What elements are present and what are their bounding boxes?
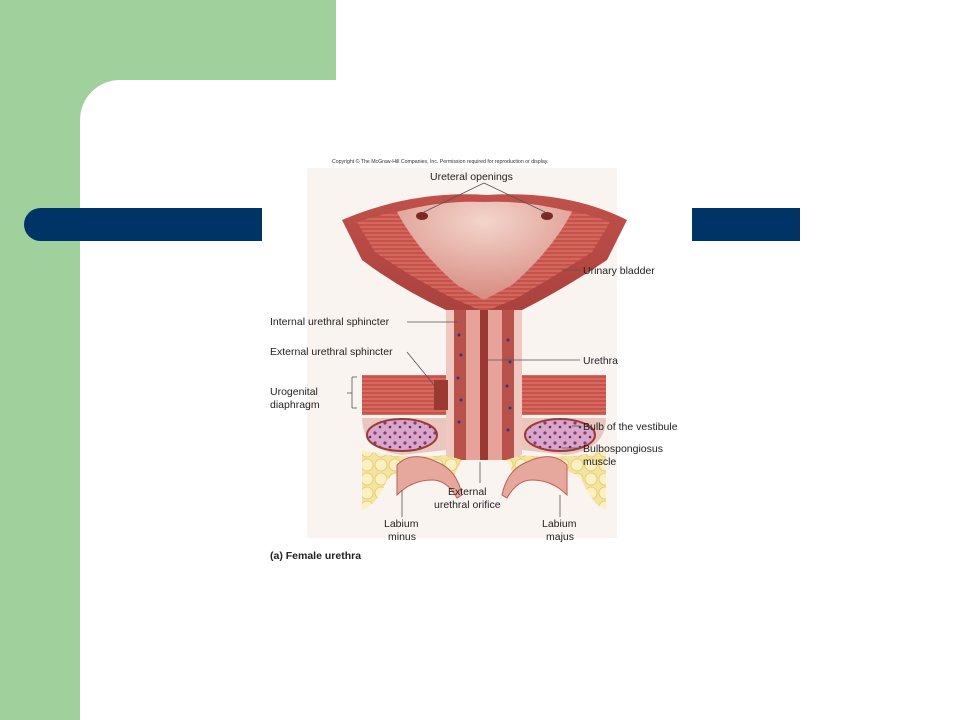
- labium-minus-fold-right: [501, 456, 568, 499]
- urogenital-diaphragm-left: [362, 375, 446, 415]
- title-bar-left: [24, 208, 272, 241]
- label-internal-sphincter: Internal urethral sphincter: [270, 316, 390, 328]
- label-labium-minus-1: Labium: [384, 518, 419, 530]
- label-urogenital-1: Urogenital: [270, 386, 318, 398]
- label-external-orifice-2: urethral orifice: [434, 499, 501, 511]
- label-labium-majus-1: Labium: [542, 518, 577, 530]
- figure-caption: (a) Female urethra: [270, 550, 361, 562]
- bulb-of-vestibule-left: [366, 418, 438, 452]
- label-external-sphincter: External urethral sphincter: [270, 346, 393, 358]
- labium-minus-fold-left: [396, 456, 463, 499]
- label-urogenital-2: diaphragm: [270, 399, 320, 411]
- label-external-orifice-1: External: [448, 486, 487, 498]
- female-urethra-figure: Copyright © The McGraw-Hill Companies, I…: [262, 150, 692, 570]
- bulb-of-vestibule-right: [524, 418, 596, 452]
- copyright-notice: Copyright © The McGraw-Hill Companies, I…: [332, 158, 548, 165]
- leader-lines: [347, 182, 580, 517]
- label-labium-majus-2: majus: [546, 531, 574, 543]
- title-bar-right: [690, 208, 800, 241]
- anatomy-illustration: Copyright © The McGraw-Hill Companies, I…: [270, 158, 678, 562]
- bladder-lumen: [397, 201, 572, 300]
- label-ureteral-openings: Ureteral openings: [430, 171, 513, 183]
- ureteral-opening-left: [416, 212, 428, 220]
- label-bulb-vestibule: Bulb of the vestibule: [583, 421, 678, 433]
- urethral-glands: [456, 333, 512, 432]
- label-labium-minus-2: minus: [388, 531, 416, 543]
- label-bulbospongiosus-2: muscle: [583, 456, 616, 468]
- label-urethra: Urethra: [583, 355, 618, 367]
- urogenital-diaphragm-right: [522, 375, 606, 415]
- ureteral-opening-right: [541, 212, 553, 220]
- urethra-lumen: [480, 310, 488, 460]
- external-urethral-sphincter: [434, 380, 448, 410]
- label-bulbospongiosus-1: Bulbospongiosus: [583, 443, 663, 455]
- label-urinary-bladder: Urinary bladder: [583, 265, 655, 277]
